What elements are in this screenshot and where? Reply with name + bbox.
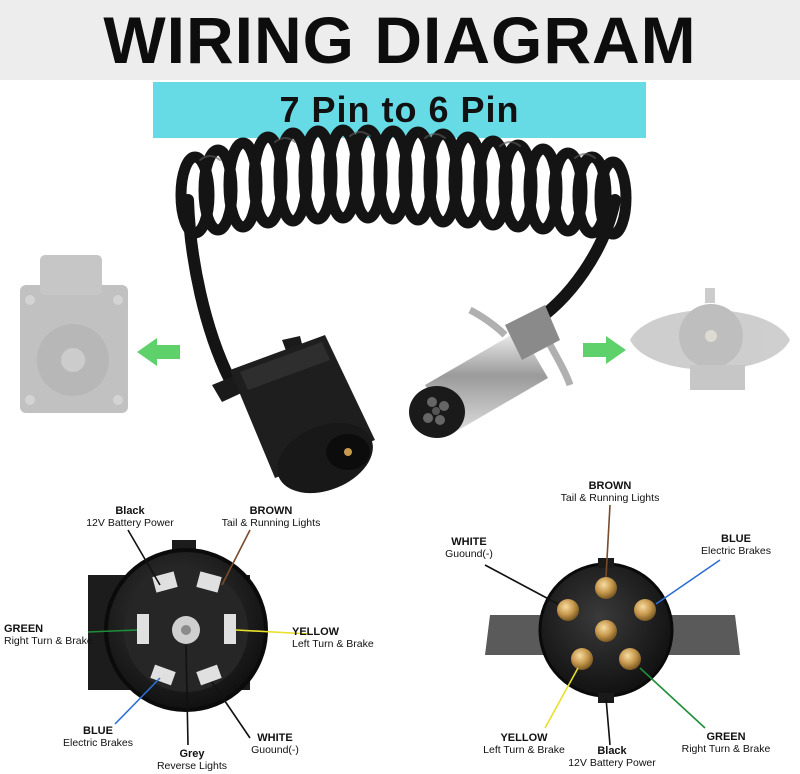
page-title: WIRING DIAGRAM <box>103 3 697 77</box>
label-seven-yellow: YELLOW Left Turn & Brake <box>292 626 392 650</box>
faded-six-pin-socket <box>630 288 790 390</box>
coiled-cable <box>175 124 632 386</box>
label-seven-green: GREEN Right Turn & Brake <box>4 623 124 647</box>
page-subtitle: 7 Pin to 6 Pin <box>279 89 520 130</box>
label-name: Black <box>597 745 627 757</box>
label-name: WHITE <box>451 536 487 548</box>
seven-pin-face-diagram <box>88 540 268 712</box>
label-name: Black <box>115 505 145 517</box>
faded-seven-pin-socket <box>20 255 128 413</box>
six-pin-leader-lines <box>484 504 721 746</box>
label-desc: Electric Brakes <box>700 544 772 557</box>
left-arrow-icon <box>137 338 180 366</box>
label-desc: Right Turn & Brake <box>681 742 771 755</box>
label-desc: Guound(-) <box>251 743 299 756</box>
label-seven-white: WHITE Guound(-) <box>240 732 310 756</box>
label-name: YELLOW <box>500 732 548 744</box>
label-desc: Guound(-) <box>445 547 493 560</box>
seven-pin-plug <box>212 335 375 494</box>
six-pin-face-diagram <box>485 558 740 703</box>
label-six-green: GREEN Right Turn & Brake <box>676 731 776 755</box>
label-desc: 12V Battery Power <box>86 516 174 529</box>
label-six-black: Black 12V Battery Power <box>560 745 664 769</box>
label-desc: Left Turn & Brake <box>483 743 565 756</box>
seven-pin-leader-lines <box>87 529 311 746</box>
label-seven-grey: Grey Reverse Lights <box>150 748 234 772</box>
label-name: WHITE <box>257 732 293 744</box>
label-seven-blue: BLUE Electric Brakes <box>54 725 142 749</box>
label-six-white: WHITE Guound(-) <box>434 536 504 560</box>
label-name: BROWN <box>588 480 632 492</box>
label-desc: Electric Brakes <box>62 736 134 749</box>
label-name: YELLOW <box>292 626 340 638</box>
label-six-yellow: YELLOW Left Turn & Brake <box>474 732 574 756</box>
six-pin-plug <box>409 305 574 438</box>
label-name: GREEN <box>706 731 746 743</box>
label-name: BLUE <box>83 725 113 737</box>
label-six-blue: BLUE Electric Brakes <box>690 533 782 557</box>
label-name: BLUE <box>721 533 751 545</box>
label-name: BROWN <box>249 505 293 517</box>
label-seven-black: Black 12V Battery Power <box>74 505 186 529</box>
label-desc: Tail & Running Lights <box>560 491 660 504</box>
label-desc: 12V Battery Power <box>568 756 656 769</box>
label-desc: Left Turn & Brake <box>292 637 374 650</box>
label-desc: Reverse Lights <box>156 759 228 772</box>
title-band <box>0 0 800 80</box>
label-six-brown: BROWN Tail & Running Lights <box>548 480 672 504</box>
label-name: GREEN <box>4 623 44 635</box>
label-seven-brown: BROWN Tail & Running Lights <box>212 505 330 529</box>
label-name: Grey <box>179 748 205 760</box>
label-desc: Tail & Running Lights <box>221 516 321 529</box>
right-arrow-icon <box>583 336 626 364</box>
label-desc: Right Turn & Brake <box>4 634 93 647</box>
